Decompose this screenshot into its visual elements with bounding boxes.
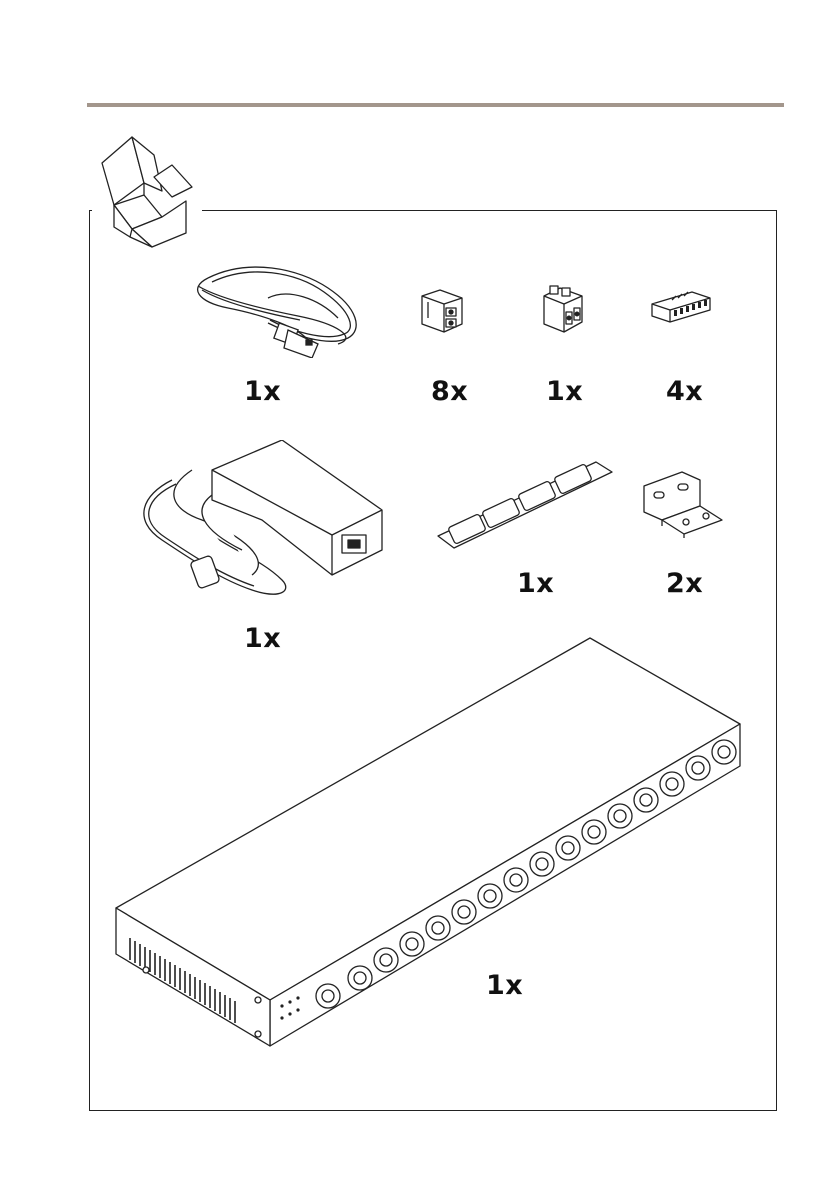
quantity-label: 2x: [666, 570, 703, 597]
section-rule: [87, 103, 784, 107]
open-box-icon: [92, 125, 202, 255]
terminal-block-2pin-image: [416, 286, 472, 336]
quantity-label: 8x: [431, 378, 468, 405]
terminal-block-6pin-image: [648, 288, 718, 328]
quantity-label: 1x: [244, 378, 281, 405]
quantity-label: 1x: [546, 378, 583, 405]
rubber-feet-image: [436, 456, 616, 552]
quantity-label: 4x: [666, 378, 703, 405]
quantity-label: 1x: [517, 570, 554, 597]
video-encoder-device-image: [110, 636, 760, 1056]
mounting-bracket-image: [638, 470, 728, 540]
quantity-label: 1x: [486, 972, 523, 999]
power-adapter-image: [132, 440, 392, 610]
power-cord-image: [188, 258, 368, 358]
terminal-block-3pin-image: [538, 282, 594, 336]
